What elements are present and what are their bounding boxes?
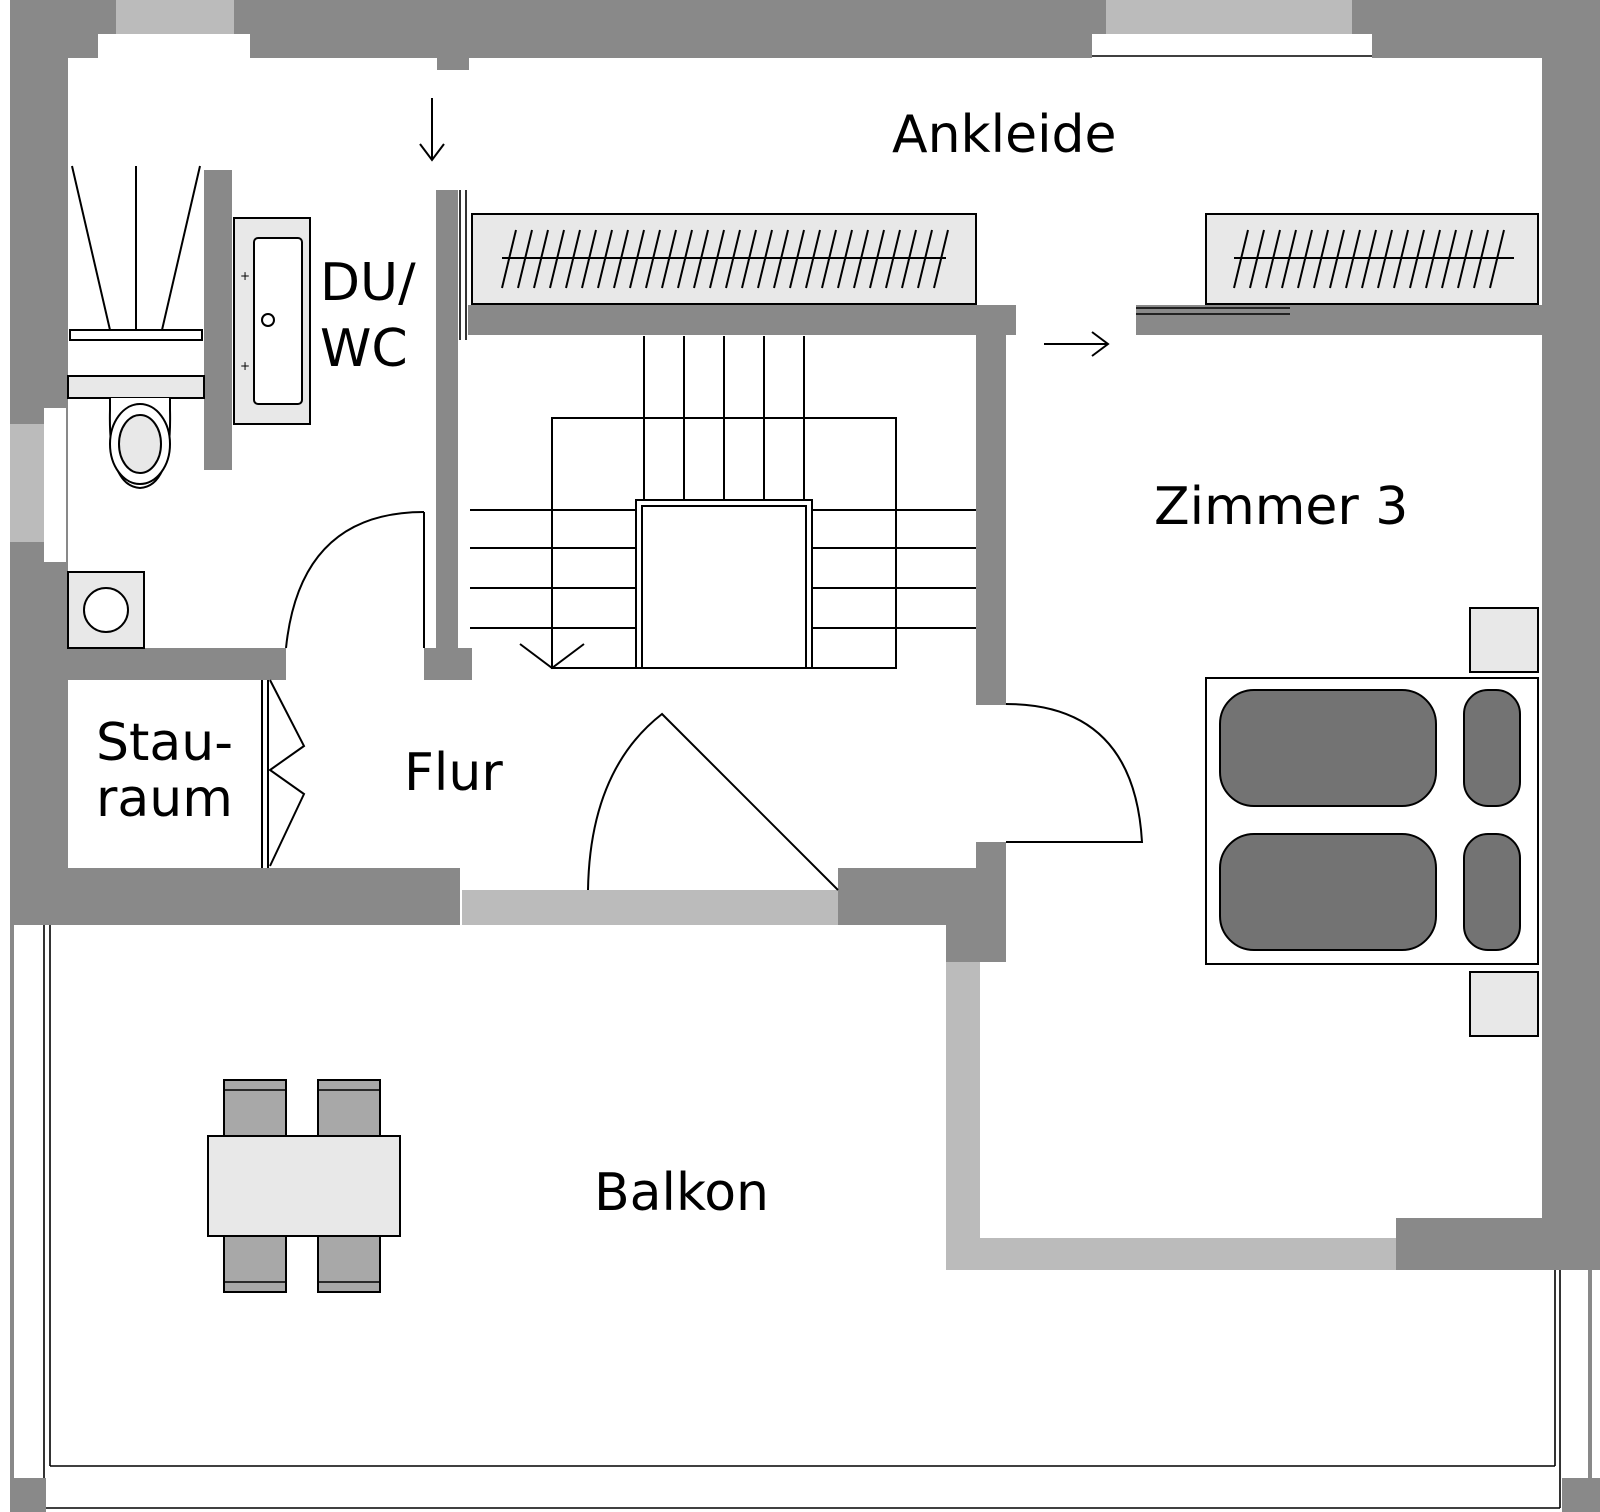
stair-down-arrow-icon	[519, 418, 585, 670]
hanger-stroke	[901, 229, 917, 289]
bed-icon	[1205, 607, 1539, 1037]
hanger-stroke	[821, 229, 837, 289]
hanger-stroke	[789, 229, 805, 289]
svg-text:+: +	[240, 269, 250, 283]
hanger-stroke	[869, 229, 885, 289]
room-label-du-wc-2: WC	[320, 319, 408, 379]
doors	[261, 98, 1290, 891]
room-label-stauraum-1: Stau-	[96, 713, 233, 773]
hanger-stroke	[757, 229, 773, 289]
hanger-stroke	[1297, 229, 1313, 289]
wardrobe-left	[471, 213, 977, 305]
hanger-stroke	[773, 229, 789, 289]
hanger-stroke	[517, 229, 533, 289]
hanger-stroke	[709, 229, 725, 289]
shower-icon	[69, 165, 203, 341]
hanger-stroke	[613, 229, 629, 289]
hanger-stroke	[1377, 229, 1393, 289]
zimmer-entry-arrow	[1044, 331, 1110, 357]
washing-machine-icon	[67, 571, 145, 649]
hanger-stroke	[1249, 229, 1265, 289]
room-label-balkon: Balkon	[594, 1163, 769, 1223]
hanger-stroke	[1489, 229, 1505, 289]
hanger-stroke	[501, 229, 517, 289]
hanger-stroke	[1457, 229, 1473, 289]
hanger-stroke	[549, 229, 565, 289]
hanger-stroke	[677, 229, 693, 289]
hanger-stroke	[1313, 229, 1329, 289]
hanger-stroke	[837, 229, 853, 289]
hanger-stroke	[645, 229, 661, 289]
hanger-stroke	[565, 229, 581, 289]
hanger-stroke	[629, 229, 645, 289]
hanger-stroke	[1425, 229, 1441, 289]
hanger-stroke	[1361, 229, 1377, 289]
room-label-zimmer3: Zimmer 3	[1154, 477, 1408, 537]
hanger-stroke	[1265, 229, 1281, 289]
ankleide-entry-arrow	[419, 98, 445, 162]
hanger-stroke	[1409, 229, 1425, 289]
hanger-stroke	[1393, 229, 1409, 289]
toilet-icon	[67, 375, 205, 490]
walls	[10, 0, 1600, 1270]
hanger-stroke	[1281, 229, 1297, 289]
hanger-stroke	[533, 229, 549, 289]
hanger-stroke	[597, 229, 613, 289]
svg-text:+: +	[240, 359, 250, 373]
balcony-railing	[10, 925, 1600, 1512]
hanger-stroke	[1345, 229, 1361, 289]
hanger-stroke	[581, 229, 597, 289]
hanger-stroke	[661, 229, 677, 289]
hanger-stroke	[1473, 229, 1489, 289]
windows	[10, 0, 1396, 1270]
bathroom-fixtures: + +	[67, 165, 311, 649]
hanger-stroke	[1441, 229, 1457, 289]
hanger-stroke	[933, 229, 949, 289]
table-with-chairs-icon	[207, 1079, 401, 1293]
hanger-stroke	[693, 229, 709, 289]
room-label-flur: Flur	[404, 743, 503, 803]
staircase	[470, 336, 976, 670]
hanger-stroke	[725, 229, 741, 289]
hanger-stroke	[1233, 229, 1249, 289]
room-label-ankleide: Ankleide	[892, 105, 1117, 165]
hanger-stroke	[853, 229, 869, 289]
hanger-stroke	[917, 229, 933, 289]
hanger-stroke	[1329, 229, 1345, 289]
room-label-stauraum-2: raum	[96, 769, 233, 829]
hanger-stroke	[805, 229, 821, 289]
bathtub-icon: + +	[233, 217, 311, 425]
hanger-stroke	[885, 229, 901, 289]
hanger-stroke	[741, 229, 757, 289]
room-label-du-wc-1: DU/	[320, 253, 416, 313]
wardrobe-right	[1205, 213, 1539, 305]
